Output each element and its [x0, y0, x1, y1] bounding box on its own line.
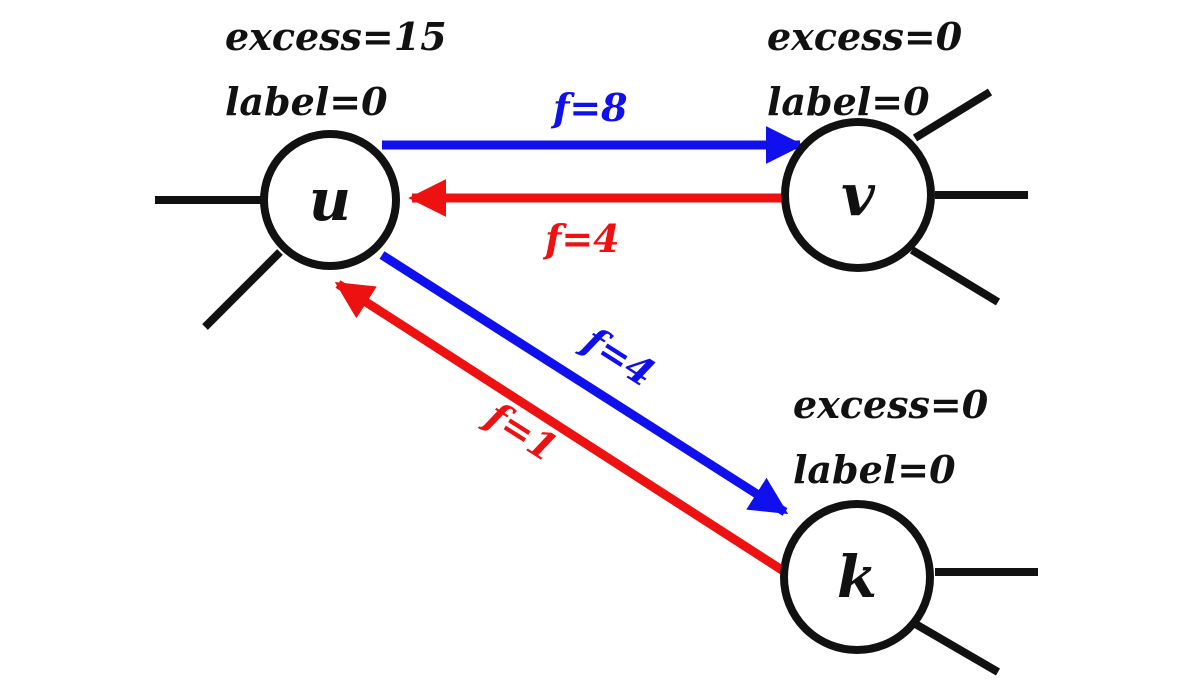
u-stub-lower-left: [202, 249, 283, 330]
node-v-label: label=0: [767, 79, 930, 124]
node-v: v: [781, 118, 935, 272]
node-k-label: label=0: [793, 447, 956, 492]
stub-edges: [155, 88, 1038, 676]
node-u: u: [260, 130, 400, 270]
node-v-excess: excess=0: [767, 14, 963, 59]
node-u-label: label=0: [225, 79, 388, 124]
k-stub-lower-right: [909, 618, 1001, 676]
node-u-name: u: [309, 166, 351, 234]
node-u-circle: [260, 130, 400, 270]
node-k-circle: [780, 500, 934, 654]
node-v-circle: [781, 118, 935, 272]
node-u-excess: excess=15: [225, 14, 447, 59]
flow-label-u-to-v: f=8: [550, 85, 628, 130]
node-k-excess: excess=0: [793, 382, 989, 427]
flow-arrows: [334, 126, 804, 576]
arrow-u-to-k: [379, 251, 789, 516]
node-v-name: v: [841, 161, 876, 229]
v-stub-lower-right: [909, 246, 1001, 306]
node-k-name: k: [837, 543, 877, 611]
arrow-k-to-u: [334, 280, 788, 576]
v-stub-upper-right: [912, 88, 993, 142]
node-k: k: [780, 500, 934, 654]
flow-label-v-to-u: f=4: [542, 216, 620, 261]
